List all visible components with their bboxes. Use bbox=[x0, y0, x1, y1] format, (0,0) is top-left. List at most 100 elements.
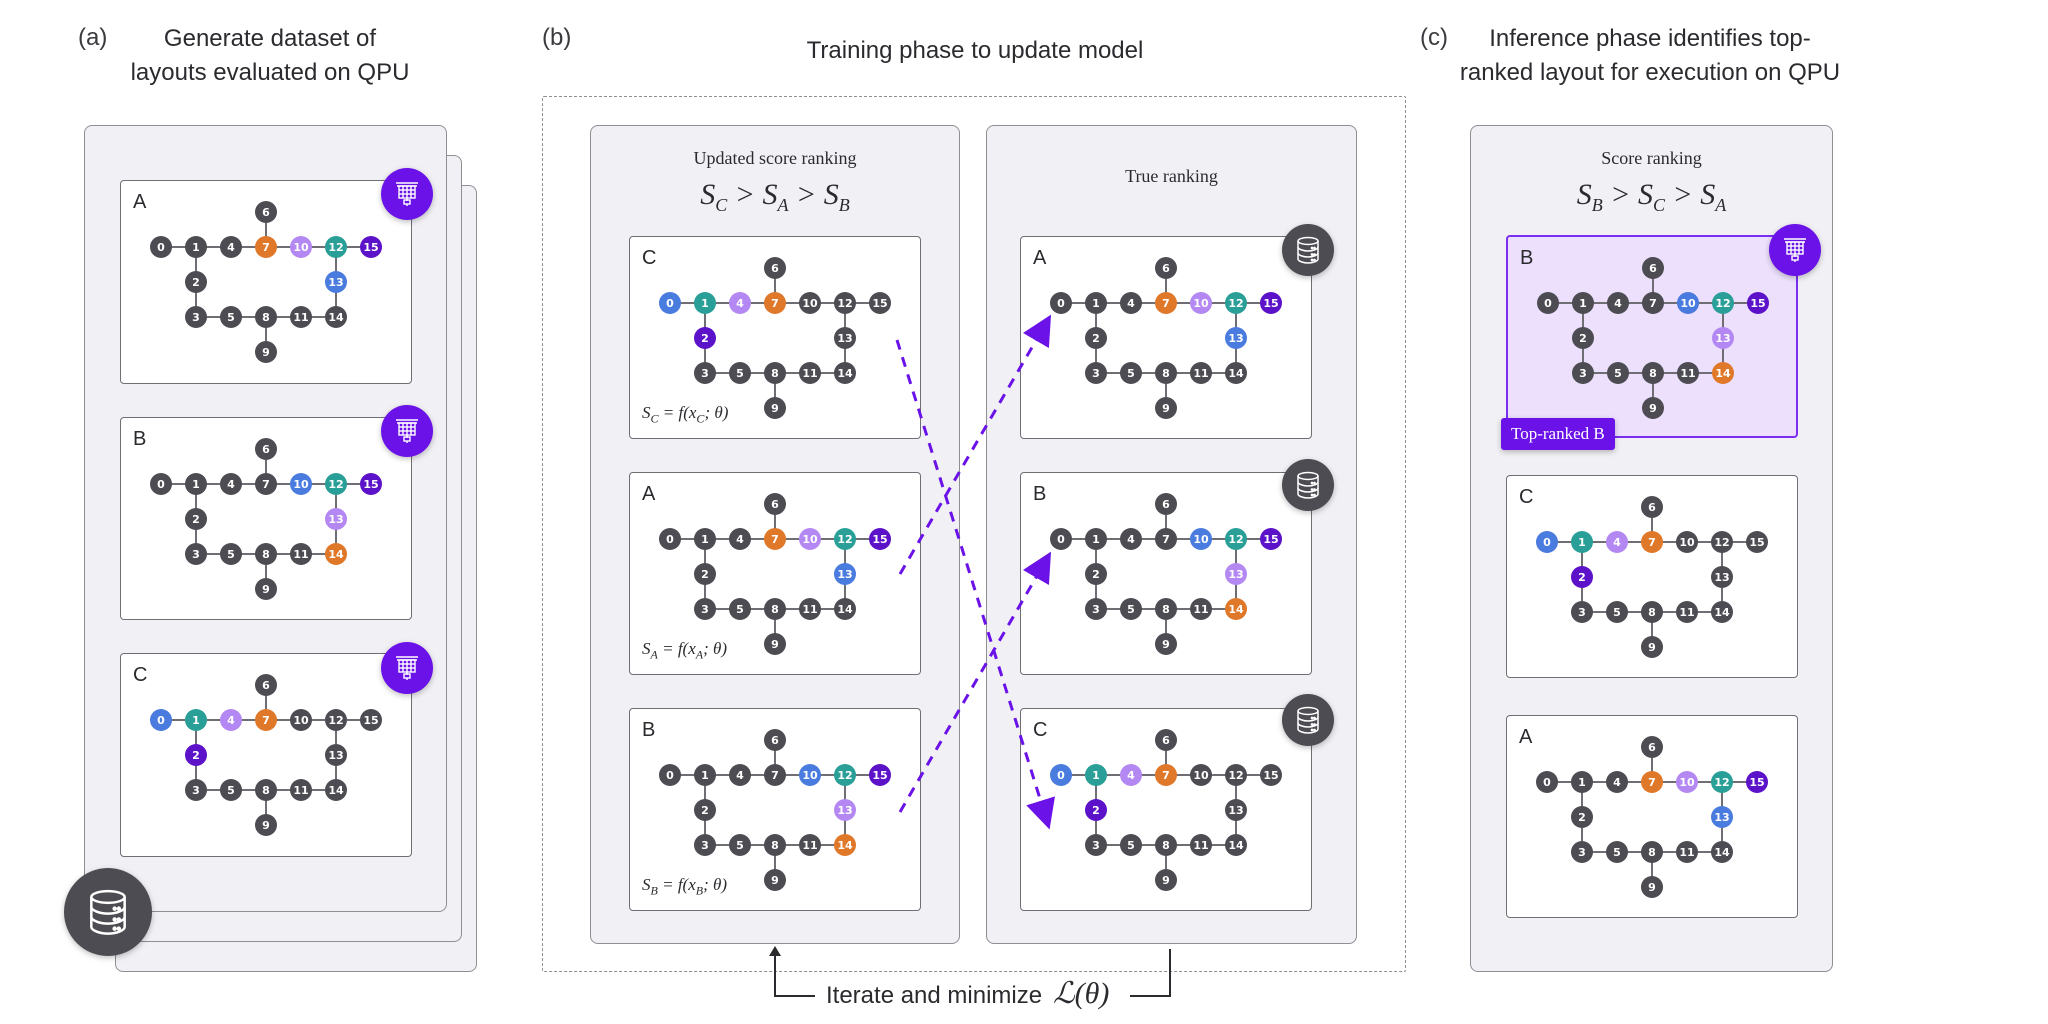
svg-text:12: 12 bbox=[328, 478, 343, 491]
svg-text:12: 12 bbox=[837, 533, 852, 546]
svg-text:12: 12 bbox=[1715, 297, 1730, 310]
svg-text:10: 10 bbox=[1680, 297, 1696, 310]
svg-text:9: 9 bbox=[771, 874, 779, 887]
svg-text:1: 1 bbox=[1579, 297, 1587, 310]
svg-text:12: 12 bbox=[1714, 536, 1729, 549]
qubit-node-4: 4 bbox=[1120, 764, 1142, 786]
svg-text:6: 6 bbox=[262, 679, 270, 692]
card-letter: C bbox=[133, 664, 148, 686]
svg-text:7: 7 bbox=[1649, 297, 1657, 310]
svg-text:2: 2 bbox=[1092, 804, 1100, 817]
card-letter: C bbox=[1033, 719, 1048, 741]
svg-text:12: 12 bbox=[837, 769, 852, 782]
top-ranked-tag: Top-ranked B bbox=[1501, 418, 1615, 450]
svg-text:6: 6 bbox=[1648, 501, 1656, 514]
svg-text:12: 12 bbox=[837, 297, 852, 310]
qubit-node-2: 2 bbox=[1571, 566, 1593, 588]
svg-text:14: 14 bbox=[328, 784, 344, 797]
svg-text:7: 7 bbox=[1162, 769, 1170, 782]
qubit-node-9: 9 bbox=[1155, 633, 1177, 655]
qpu-chip-icon bbox=[1769, 224, 1821, 276]
svg-text:9: 9 bbox=[262, 819, 270, 832]
svg-text:2: 2 bbox=[701, 568, 709, 581]
qubit-node-15: 15 bbox=[360, 709, 382, 731]
svg-text:0: 0 bbox=[157, 714, 165, 727]
svg-text:10: 10 bbox=[293, 478, 309, 491]
svg-text:2: 2 bbox=[192, 513, 200, 526]
qubit-node-0: 0 bbox=[150, 473, 172, 495]
svg-text:8: 8 bbox=[262, 311, 270, 324]
qubit-node-11: 11 bbox=[1676, 601, 1698, 623]
svg-text:11: 11 bbox=[293, 784, 308, 797]
iterate-loop-line bbox=[774, 949, 1171, 997]
svg-text:13: 13 bbox=[837, 804, 852, 817]
qubit-node-2: 2 bbox=[694, 563, 716, 585]
svg-text:2: 2 bbox=[701, 332, 709, 345]
svg-text:14: 14 bbox=[1228, 839, 1244, 852]
svg-text:2: 2 bbox=[1578, 571, 1586, 584]
database-icon bbox=[1282, 694, 1334, 746]
qubit-node-2: 2 bbox=[694, 799, 716, 821]
qubit-node-4: 4 bbox=[1606, 531, 1628, 553]
qubit-node-1: 1 bbox=[694, 764, 716, 786]
svg-text:3: 3 bbox=[192, 311, 200, 324]
svg-text:4: 4 bbox=[736, 533, 744, 546]
qubit-node-1: 1 bbox=[185, 473, 207, 495]
panel-a-label: (a) bbox=[78, 24, 108, 51]
svg-text:10: 10 bbox=[1193, 297, 1209, 310]
svg-text:4: 4 bbox=[1127, 297, 1135, 310]
svg-text:7: 7 bbox=[1648, 536, 1656, 549]
qubit-node-11: 11 bbox=[1190, 598, 1212, 620]
qubit-node-5: 5 bbox=[220, 306, 242, 328]
qubit-node-13: 13 bbox=[834, 563, 856, 585]
arrow-c bbox=[895, 339, 1055, 830]
svg-text:9: 9 bbox=[262, 583, 270, 596]
qubit-node-3: 3 bbox=[1571, 601, 1593, 623]
svg-text:3: 3 bbox=[1092, 367, 1100, 380]
card-letter: A bbox=[1519, 726, 1533, 748]
qubit-node-12: 12 bbox=[1225, 292, 1247, 314]
qubit-node-11: 11 bbox=[1190, 362, 1212, 384]
qubit-node-12: 12 bbox=[325, 709, 347, 731]
qubit-node-2: 2 bbox=[185, 744, 207, 766]
database-icon bbox=[64, 868, 152, 956]
svg-text:13: 13 bbox=[1228, 804, 1243, 817]
qubit-node-12: 12 bbox=[1225, 528, 1247, 550]
svg-text:1: 1 bbox=[192, 478, 200, 491]
qubit-node-1: 1 bbox=[1085, 764, 1107, 786]
qubit-node-4: 4 bbox=[1120, 292, 1142, 314]
qubit-node-12: 12 bbox=[325, 473, 347, 495]
qubit-node-5: 5 bbox=[729, 362, 751, 384]
svg-text:1: 1 bbox=[701, 297, 709, 310]
qubit-node-7: 7 bbox=[255, 709, 277, 731]
qubit-node-15: 15 bbox=[360, 236, 382, 258]
qubit-node-6: 6 bbox=[1155, 729, 1177, 751]
qubit-node-13: 13 bbox=[834, 799, 856, 821]
qubit-node-9: 9 bbox=[255, 341, 277, 363]
svg-text:13: 13 bbox=[1714, 571, 1729, 584]
qubit-node-7: 7 bbox=[1155, 528, 1177, 550]
qubit-node-13: 13 bbox=[1711, 566, 1733, 588]
qubit-node-4: 4 bbox=[220, 236, 242, 258]
qubit-node-8: 8 bbox=[1155, 834, 1177, 856]
svg-text:15: 15 bbox=[1263, 769, 1278, 782]
qubit-node-4: 4 bbox=[729, 764, 751, 786]
svg-text:3: 3 bbox=[701, 367, 709, 380]
svg-text:10: 10 bbox=[802, 297, 818, 310]
qubit-node-8: 8 bbox=[1641, 841, 1663, 863]
qubit-node-8: 8 bbox=[255, 543, 277, 565]
svg-text:10: 10 bbox=[293, 241, 309, 254]
score-formula: SA = f(xA; θ) bbox=[642, 638, 728, 661]
qubit-node-11: 11 bbox=[290, 306, 312, 328]
card-letter: B bbox=[1033, 483, 1047, 505]
svg-text:14: 14 bbox=[837, 839, 853, 852]
svg-text:2: 2 bbox=[1579, 332, 1587, 345]
svg-text:3: 3 bbox=[1092, 603, 1100, 616]
svg-text:2: 2 bbox=[701, 804, 709, 817]
svg-text:1: 1 bbox=[1578, 776, 1586, 789]
